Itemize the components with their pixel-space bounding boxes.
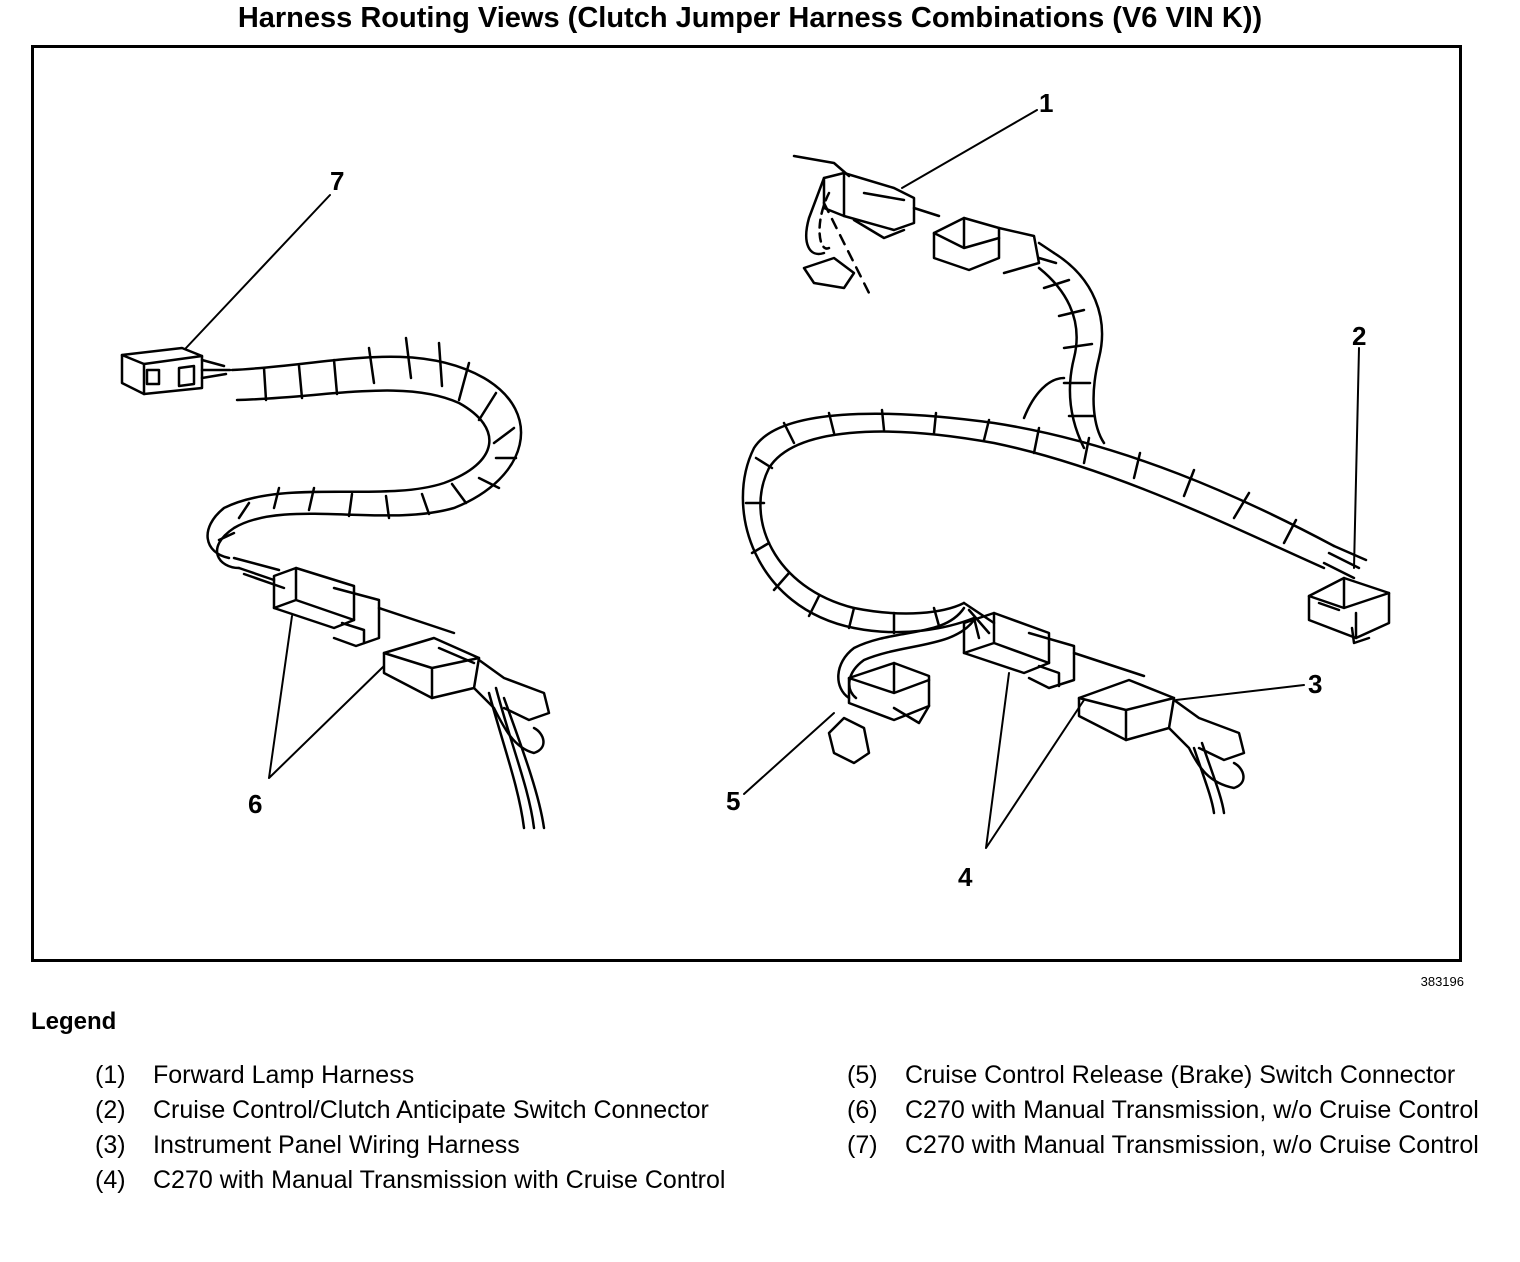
legend-number: (1) <box>95 1061 126 1089</box>
connector-5 <box>827 606 976 765</box>
leader-1 <box>901 109 1038 189</box>
legend-number: (2) <box>95 1096 126 1124</box>
legend-text: C270 with Manual Transmission, w/o Cruis… <box>905 1096 1479 1124</box>
leader-4 <box>985 672 1085 849</box>
legend-number: (3) <box>95 1131 126 1159</box>
connector-6 <box>272 566 551 755</box>
legend-item: (1) Forward Lamp Harness <box>95 1060 735 1091</box>
leader-6 <box>268 615 385 779</box>
leader-lines <box>185 109 1360 849</box>
callout-1: 1 <box>1039 88 1053 118</box>
legend-text: Forward Lamp Harness <box>153 1061 415 1089</box>
right-wires-a <box>962 601 996 640</box>
right-harness-assembly <box>741 154 1391 815</box>
right-harness-tube <box>741 408 1336 635</box>
connector-4 <box>962 611 1246 815</box>
callouts: 1 2 3 4 5 6 7 <box>248 88 1366 892</box>
connector-1 <box>792 154 1058 295</box>
callout-2: 2 <box>1352 321 1366 351</box>
left-wires-a <box>232 556 286 590</box>
connector-7 <box>120 346 232 396</box>
legend-item: (4) C270 with Manual Transmission with C… <box>95 1165 735 1196</box>
legend-number: (7) <box>847 1131 878 1159</box>
legend-text: Cruise Control/Clutch Anticipate Switch … <box>153 1096 709 1124</box>
legend-column-right: (5) Cruise Control Release (Brake) Switc… <box>847 1060 1487 1165</box>
legend-column-left: (1) Forward Lamp Harness (2) Cruise Cont… <box>95 1060 735 1200</box>
leader-3 <box>1175 684 1305 701</box>
legend-text: Cruise Control Release (Brake) Switch Co… <box>905 1061 1456 1089</box>
callout-4: 4 <box>958 862 973 892</box>
legend-text: Instrument Panel Wiring Harness <box>153 1131 520 1159</box>
legend-text: C270 with Manual Transmission, w/o Cruis… <box>905 1131 1479 1159</box>
diagram-frame: 1 2 3 4 5 6 7 <box>31 45 1462 962</box>
page-title: Harness Routing Views (Clutch Jumper Har… <box>237 2 1263 34</box>
leader-2 <box>1353 347 1360 569</box>
legend-text: C270 with Manual Transmission with Cruis… <box>153 1166 726 1194</box>
callout-7: 7 <box>330 166 344 196</box>
leader-5 <box>743 712 835 795</box>
harness-diagram: 1 2 3 4 5 6 7 <box>120 88 1391 892</box>
callout-6: 6 <box>248 789 262 819</box>
legend-number: (6) <box>847 1096 878 1124</box>
left-wires-b <box>487 686 546 830</box>
legend-number: (5) <box>847 1061 878 1089</box>
callout-3: 3 <box>1308 669 1322 699</box>
legend-item: (2) Cruise Control/Clutch Anticipate Swi… <box>95 1095 735 1126</box>
legend-item: (3) Instrument Panel Wiring Harness <box>95 1130 735 1161</box>
legend-item: (7) C270 with Manual Transmission, w/o C… <box>847 1130 1487 1161</box>
legend-heading: Legend <box>31 1008 117 1035</box>
figure-id: 383196 <box>1420 974 1464 989</box>
left-harness-assembly <box>120 336 551 830</box>
leader-7 <box>185 194 331 349</box>
legend-item: (5) Cruise Control Release (Brake) Switc… <box>847 1060 1487 1091</box>
connector-2 <box>1307 544 1391 645</box>
right-upper-trunk <box>1022 251 1106 450</box>
legend-item: (6) C270 with Manual Transmission, w/o C… <box>847 1095 1487 1126</box>
left-harness-tube <box>206 336 523 570</box>
callout-5: 5 <box>726 786 740 816</box>
legend-number: (4) <box>95 1166 126 1194</box>
